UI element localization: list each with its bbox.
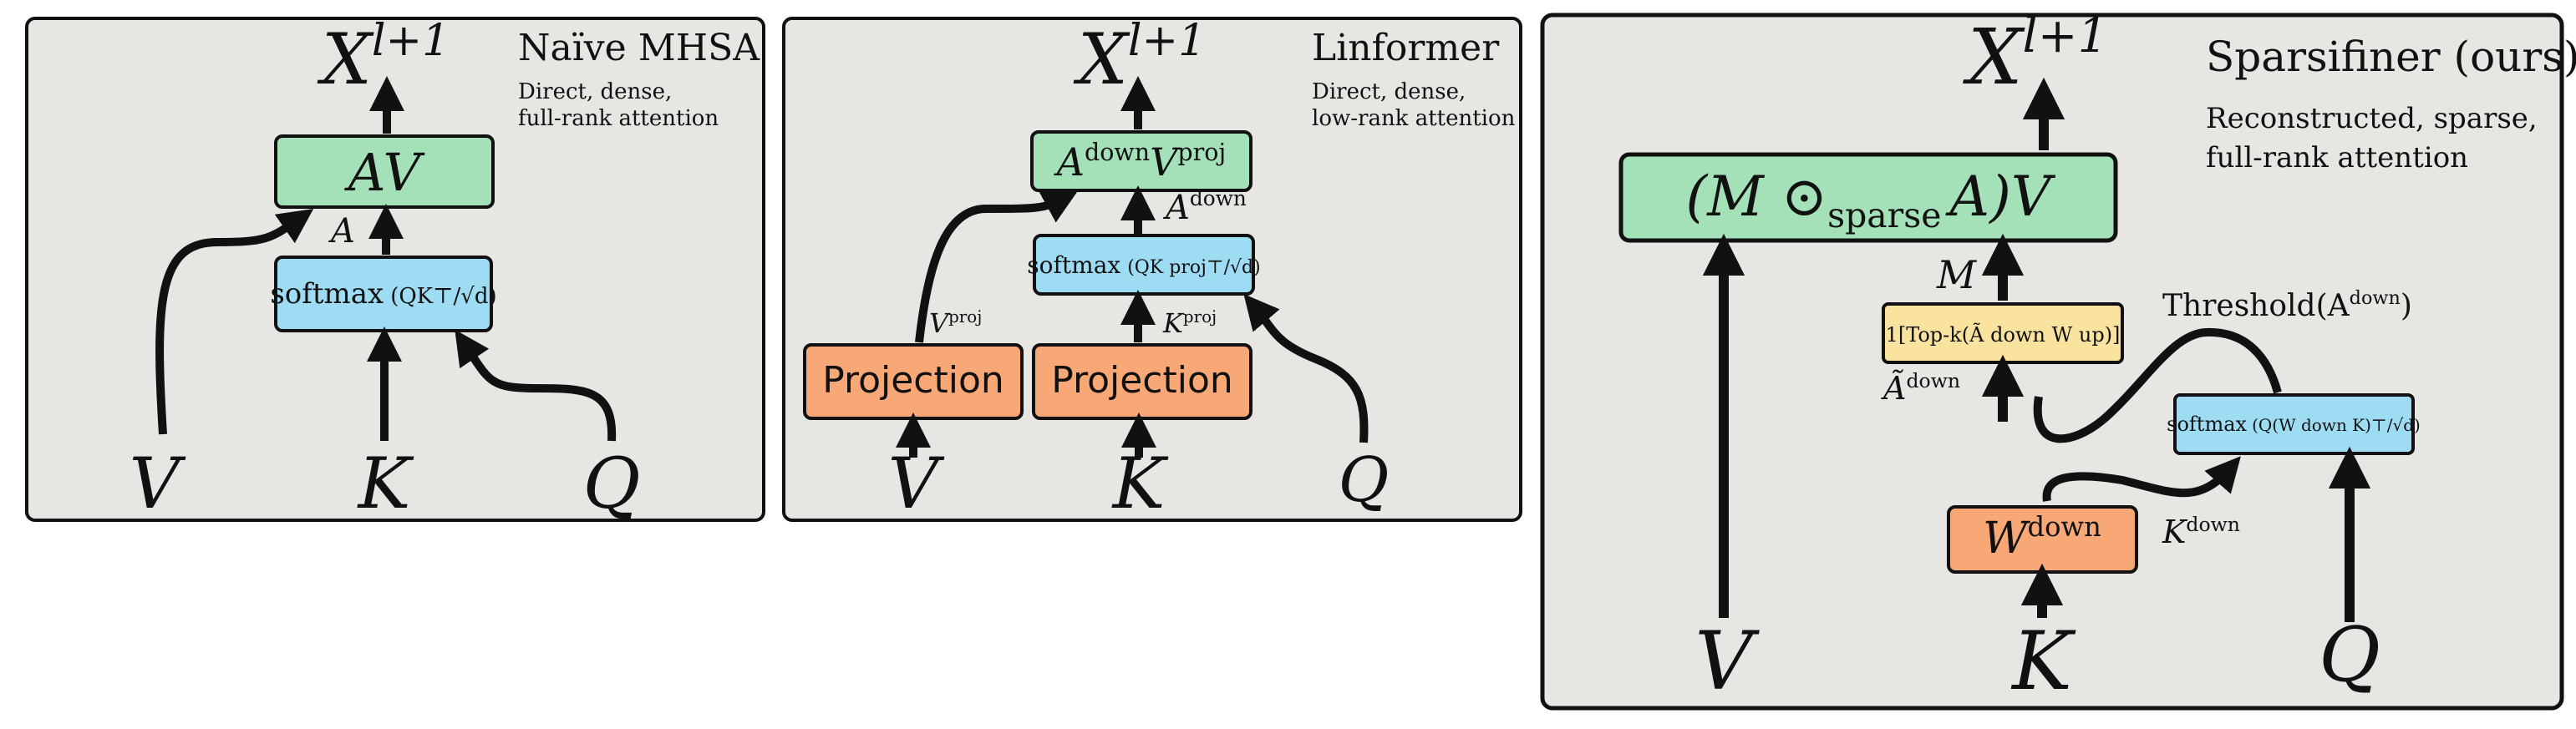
panel-naive-subtitle-1: Direct, dense, xyxy=(518,79,672,104)
input-q-linformer: Q xyxy=(1339,444,1390,516)
input-v-linformer: V xyxy=(888,443,945,524)
arrow-vproj-to-adown-vproj xyxy=(915,190,1079,343)
box-projection-right-label: Projection xyxy=(1051,359,1233,402)
edge-label-kproj: Kproj xyxy=(1162,307,1217,339)
panel-sparsifiner-title: Sparsifiner (ours) xyxy=(2206,33,2576,81)
edge-label-adown: Adown xyxy=(1162,186,1247,227)
panel-sparsifiner-output: Xl+1 xyxy=(1963,8,2108,102)
arrow-v-to-av xyxy=(155,208,314,435)
panel-sparsifiner: Sparsifiner (ours) Reconstructed, sparse… xyxy=(1540,8,2576,711)
box-projection-left-label: Projection xyxy=(822,359,1004,402)
box-softmax-sparsifiner xyxy=(2173,393,2415,455)
box-softmax-linformer-label: softmax(QK proj⊤/√d) xyxy=(1027,251,1260,279)
panel-sparsifiner-subtitle-1: Reconstructed, sparse, xyxy=(2206,102,2538,135)
panel-linformer: Linformer Direct, dense, low-rank attent… xyxy=(782,16,1522,524)
box-softmax-sparsifiner-label: softmax(Q(W down K)⊤/√d) xyxy=(2167,413,2421,436)
panel-linformer-output: Xl+1 xyxy=(1073,16,1206,100)
edge-label-vproj: Vproj xyxy=(929,307,982,339)
panel-naive-subtitle-2: full-rank attention xyxy=(518,106,719,131)
arrow-wdown-to-softmax xyxy=(2042,456,2241,502)
panel-naive-mhsa: Naïve MHSA Direct, dense, full-rank atte… xyxy=(25,16,765,524)
input-q-sparsifiner: Q xyxy=(2319,611,2380,699)
edge-label-a: A xyxy=(328,212,355,251)
panel-linformer-subtitle-1: Direct, dense, xyxy=(1312,79,1466,104)
edge-label-adown-tilde: Ãdown xyxy=(1881,369,1960,407)
box-masked-attention xyxy=(1618,152,2118,243)
panel-linformer-subtitle-2: low-rank attention xyxy=(1312,106,1516,131)
panel-naive-title: Naïve MHSA xyxy=(518,27,760,69)
box-wdown-label: Wdown xyxy=(1983,511,2101,564)
threshold-label: Threshold(Adown) xyxy=(2162,287,2412,323)
panel-sparsifiner-subtitle-2: full-rank attention xyxy=(2206,141,2468,175)
arrow-q-to-softmax xyxy=(455,329,617,442)
input-q: Q xyxy=(583,443,641,524)
input-k-linformer: K xyxy=(1111,443,1169,524)
box-av-label: AV xyxy=(344,142,426,203)
input-v-sparsifiner: V xyxy=(1694,615,1760,708)
input-v: V xyxy=(130,443,186,524)
box-topk-indicator-label: 1[Top-k(Ã down W up)] xyxy=(1886,322,2121,347)
panel-linformer-title: Linformer xyxy=(1312,27,1500,69)
box-softmax-label: softmax(QK⊤/√d) xyxy=(270,277,496,311)
threshold-curve xyxy=(2033,327,2282,443)
edge-label-kdown: Kdown xyxy=(2162,513,2240,550)
input-k-sparsifiner: K xyxy=(2010,615,2076,708)
panel-naive-output: Xl+1 xyxy=(317,16,450,100)
input-k: K xyxy=(357,443,414,524)
box-adown-vproj-label: AdownVproj xyxy=(1054,139,1227,185)
arrow-q-to-softmax-linformer xyxy=(1243,294,1369,443)
edge-label-m: M xyxy=(1936,252,1978,297)
